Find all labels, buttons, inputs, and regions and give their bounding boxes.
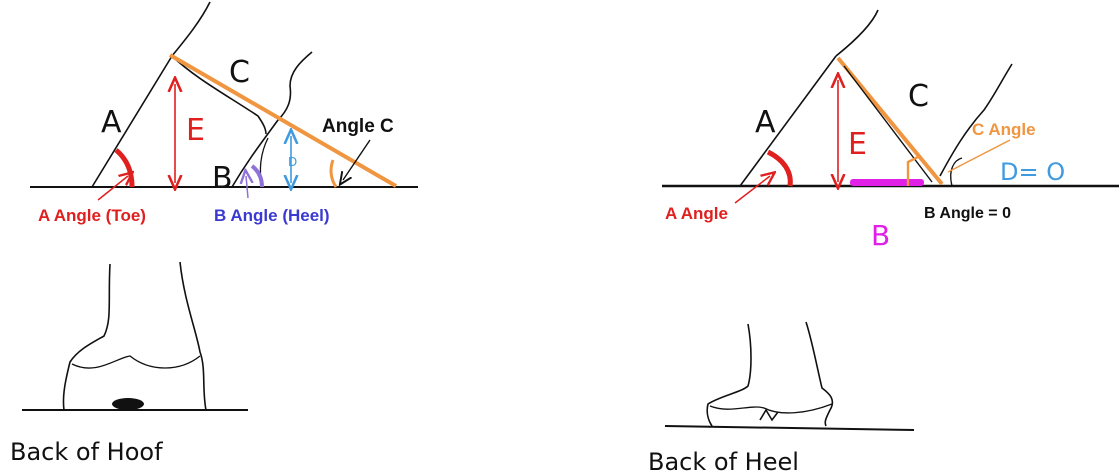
caption-back-of-hoof: Back of Hoof: [10, 438, 163, 466]
coronary-band-line: [171, 55, 267, 135]
line-c-right: [836, 56, 944, 186]
heel-bulb-line-back: [709, 403, 833, 414]
letter-b-right: B: [871, 219, 890, 252]
heel-outline-right: [939, 63, 1013, 177]
letter-b: B: [212, 161, 233, 196]
b-angle-zero-label: B Angle = 0: [924, 205, 1011, 222]
frog-mark: [112, 398, 144, 410]
letter-d: D: [288, 155, 297, 169]
hoof-back-outline: [62, 263, 111, 411]
hoof-back-outline-right: [179, 261, 207, 411]
a-pointer-right: [734, 176, 770, 204]
heel-back-outline-left: [706, 323, 752, 427]
letter-a-right: A: [755, 105, 776, 140]
left-hoof-side-view: A C E B D Angle C A Angle (Toe) B Angle …: [30, 1, 418, 225]
angle-b-arc: [250, 164, 264, 188]
line-c: [168, 53, 398, 188]
b-pointer: [246, 176, 248, 199]
right-hoof-side-view: A C E B C Angle D= O A Angle B Angle = 0: [662, 9, 1119, 252]
back-of-hoof-sketch: Back of Hoof: [10, 261, 248, 466]
letter-c-right: C: [908, 79, 929, 114]
a-pointer: [97, 176, 128, 201]
a-angle-label: A Angle (Toe): [38, 206, 146, 225]
toe-wall-line-right: [739, 55, 837, 187]
letter-e: E: [186, 113, 205, 148]
angle-c-label: Angle C: [322, 116, 394, 137]
ground-line-heel: [664, 425, 915, 431]
hoof-bulb-line: [71, 355, 201, 369]
letter-c: C: [229, 55, 250, 90]
leg-outline: [171, 1, 211, 57]
heel-mark: [759, 408, 779, 422]
d-equals-zero-label: D= O: [1000, 158, 1065, 186]
heel-back-outline-right: [805, 321, 834, 427]
b-angle-label: B Angle (Heel): [214, 206, 330, 225]
heel-bulb-right: [950, 157, 963, 187]
leg-outline-right: [835, 9, 879, 57]
angle-c-mark-right: [906, 154, 921, 186]
c-angle-label: C Angle: [972, 120, 1036, 139]
c-angle-pointer: [947, 139, 1011, 173]
letter-e-right: E: [848, 127, 867, 162]
angle-c-arc: [329, 159, 338, 188]
angle-a-arc: [114, 148, 135, 188]
angle-c-pointer: [343, 139, 371, 180]
back-of-heel-sketch: Back of Heel: [648, 321, 915, 476]
angle-a-arc-right: [766, 149, 793, 187]
wall-line-right: [843, 65, 933, 183]
heel-outline: [231, 51, 313, 188]
caption-back-of-heel: Back of Heel: [648, 448, 799, 476]
letter-a: A: [101, 105, 122, 140]
a-angle-label-right: A Angle: [665, 204, 728, 223]
toe-wall-line: [91, 55, 173, 188]
b-bar: [850, 179, 924, 186]
